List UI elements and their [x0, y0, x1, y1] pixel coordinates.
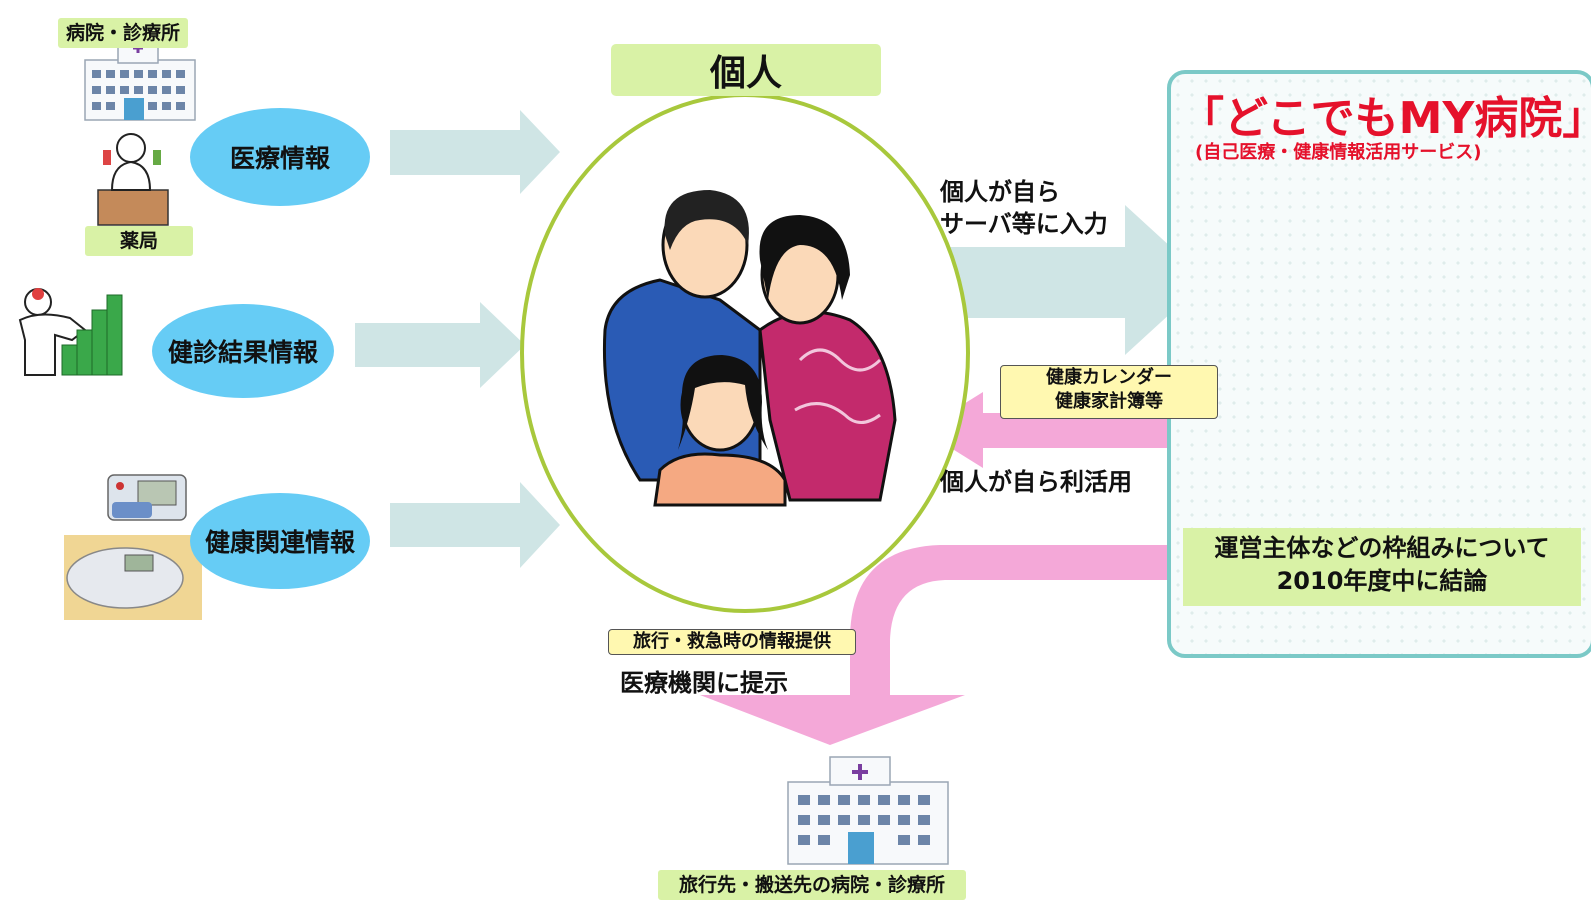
- self-use-label: 個人が自ら利活用: [940, 468, 1132, 496]
- conclusion-box: 運営主体などの枠組みについて 2010年度中に結論: [1183, 528, 1581, 606]
- family-illustration: [602, 190, 897, 507]
- input-line-1: 個人が自ら: [940, 178, 1060, 206]
- hospital-icon: [84, 43, 196, 121]
- calendar-line-2: 健康家計簿等: [1055, 391, 1163, 412]
- arrow-service-to-person: [922, 392, 1168, 468]
- calendar-tag: 健康カレンダー 健康家計簿等: [1000, 365, 1218, 419]
- pharmacist-icon: [97, 133, 169, 226]
- pharmacy-label: 薬局: [85, 226, 193, 256]
- service-subtitle: (自己医療・健康情報活用サービス): [1195, 142, 1482, 163]
- conclusion-line-1: 運営主体などの枠組みについて: [1214, 534, 1550, 562]
- medical-info-label: 医療情報: [229, 144, 330, 173]
- conclusion-line-2: 2010年度中に結論: [1276, 567, 1488, 595]
- arrow-service-to-hospital: [700, 545, 1168, 745]
- arrow-medical-to-person: [390, 110, 560, 194]
- travel-tag: 旅行・救急時の情報提供: [608, 629, 856, 655]
- arrow-health-to-person: [390, 482, 560, 568]
- calendar-line-1: 健康カレンダー: [1046, 367, 1172, 388]
- checkup-info-label: 健診結果情報: [167, 338, 318, 367]
- weight-scale-icon: [64, 535, 202, 620]
- medical-info-ellipse: 医療情報: [190, 108, 370, 206]
- input-line-2: サーバ等に入力: [940, 210, 1108, 238]
- service-title: 「どこでもMY病院」: [1180, 93, 1591, 144]
- checkup-info-ellipse: 健診結果情報: [152, 304, 334, 398]
- health-info-ellipse: 健康関連情報: [190, 493, 370, 589]
- destination-hospital-icon: [787, 756, 949, 865]
- arrow-person-to-service: [935, 205, 1207, 355]
- destination-label: 旅行先・搬送先の病院・診療所: [658, 870, 966, 900]
- doctor-icon: [18, 288, 123, 376]
- input-label: 個人が自ら サーバ等に入力: [940, 176, 1108, 240]
- arrow-checkup-to-person: [355, 302, 525, 388]
- health-info-label: 健康関連情報: [204, 528, 355, 557]
- present-label: 医療機関に提示: [620, 669, 788, 697]
- hospital-label: 病院・診療所: [58, 18, 188, 48]
- blood-pressure-monitor-icon: [107, 474, 187, 521]
- person-title: 個人: [611, 44, 881, 96]
